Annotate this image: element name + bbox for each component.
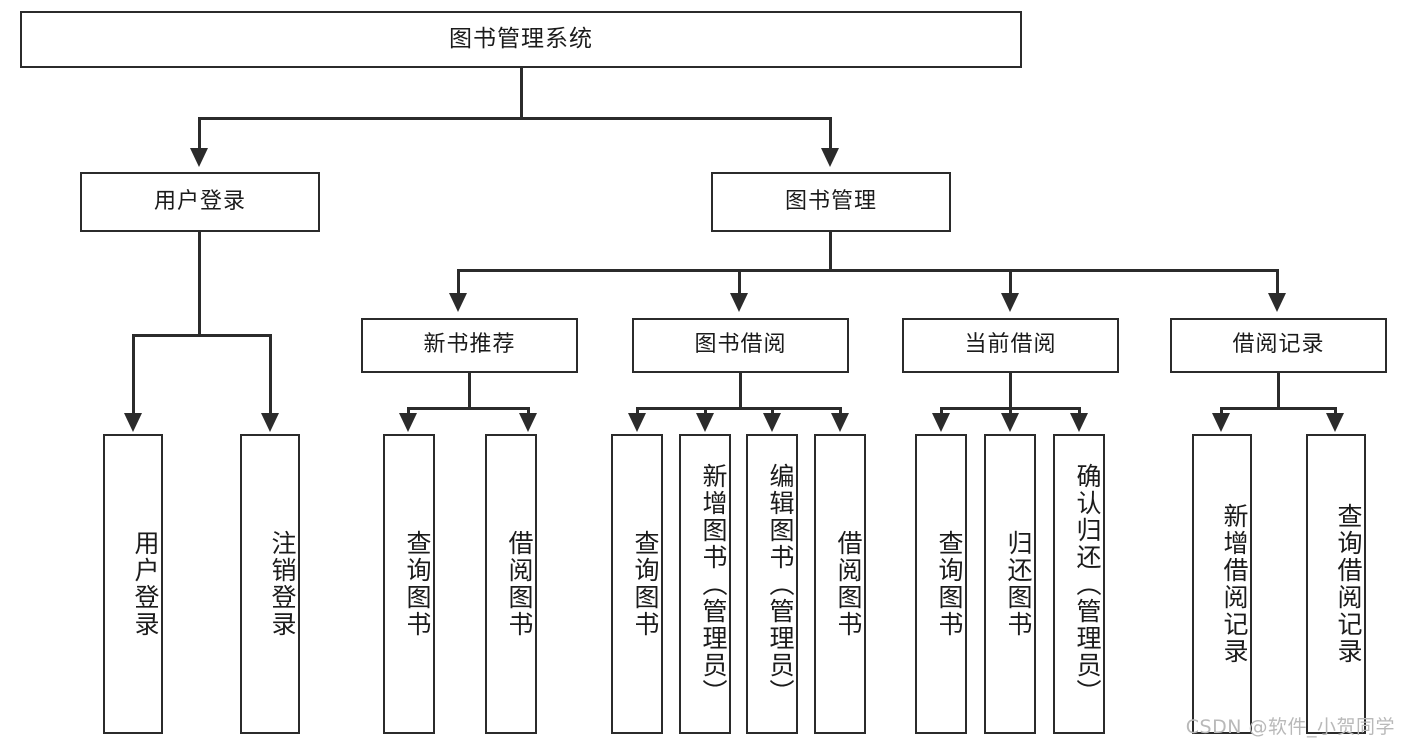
arrowhead-currentborrow-return-book <box>1001 413 1019 432</box>
node-label: 借阅记录 <box>1232 332 1325 358</box>
node-book-borrow[interactable]: 图书借阅 <box>632 318 849 373</box>
connector-root-to-book-management <box>829 117 832 150</box>
arrowhead-bookborrow-borrow-book <box>831 413 849 432</box>
arrowhead-user-login <box>190 148 208 167</box>
arrowhead-current-borrow <box>1001 293 1019 312</box>
connector-borrowrecord-to-c1 <box>1220 407 1223 417</box>
connector-book-management-bus <box>457 269 1279 272</box>
node-leaf-newbook-query-book[interactable]: 查询图书 <box>383 434 435 734</box>
node-label: 查询图书 <box>935 530 964 638</box>
arrowhead-newbook-borrow-book <box>519 413 537 432</box>
connector-newbook-stem <box>468 373 471 409</box>
arrowhead-borrow-record <box>1268 293 1286 312</box>
node-label: 用户登录 <box>153 188 246 214</box>
node-leaf-borrowrecord-query-record[interactable]: 查询借阅记录 <box>1306 434 1366 734</box>
arrowhead-bookborrow-edit-book <box>763 413 781 432</box>
connector-bm-to-borrow-record <box>1276 269 1279 295</box>
node-label: 用户登录 <box>131 530 160 638</box>
node-leaf-logout[interactable]: 注销登录 <box>240 434 300 734</box>
connector-user-login-bus <box>132 334 272 337</box>
connector-bookborrow-stem <box>739 373 742 409</box>
node-label: 新增借阅记录 <box>1220 503 1249 665</box>
connector-newbook-bus <box>407 407 530 410</box>
arrowhead-bookborrow-query-book <box>628 413 646 432</box>
arrowhead-borrowrecord-add-record <box>1212 413 1230 432</box>
arrowhead-book-borrow <box>730 293 748 312</box>
connector-bookborrow-to-c1 <box>636 407 639 417</box>
connector-currentborrow-to-c1 <box>940 407 943 417</box>
node-leaf-bookborrow-add-book[interactable]: 新增图书（管理员） <box>679 434 731 734</box>
arrowhead-book-management <box>821 148 839 167</box>
node-new-book-recommend[interactable]: 新书推荐 <box>361 318 578 373</box>
arrowhead-new-book-recommend <box>449 293 467 312</box>
connector-borrowrecord-bus <box>1220 407 1337 410</box>
arrowhead-currentborrow-confirm-return <box>1070 413 1088 432</box>
node-label: 图书借阅 <box>694 332 787 358</box>
node-label: 图书管理 <box>784 188 877 214</box>
node-label: 新增图书（管理员） <box>699 462 728 706</box>
node-current-borrow[interactable]: 当前借阅 <box>902 318 1119 373</box>
arrowhead-borrowrecord-query-record <box>1326 413 1344 432</box>
node-label: 新书推荐 <box>423 332 516 358</box>
arrowhead-newbook-query-book <box>399 413 417 432</box>
connector-user-login-to-login <box>132 334 135 415</box>
connector-newbook-to-borrow <box>527 407 530 417</box>
node-label: 编辑图书（管理员） <box>766 462 795 706</box>
node-leaf-newbook-borrow-book[interactable]: 借阅图书 <box>485 434 537 734</box>
node-user-login[interactable]: 用户登录 <box>80 172 320 232</box>
arrowhead-leaf-user-login <box>124 413 142 432</box>
node-label: 当前借阅 <box>964 332 1057 358</box>
connector-root-bus <box>198 117 832 120</box>
node-leaf-currentborrow-return-book[interactable]: 归还图书 <box>984 434 1036 734</box>
node-label: 归还图书 <box>1004 530 1033 638</box>
node-label: 借阅图书 <box>505 530 534 638</box>
node-label: 注销登录 <box>268 530 297 638</box>
node-book-management[interactable]: 图书管理 <box>711 172 951 232</box>
connector-root-stem <box>520 68 523 119</box>
connector-currentborrow-stem <box>1009 373 1012 409</box>
node-leaf-borrowrecord-add-record[interactable]: 新增借阅记录 <box>1192 434 1252 734</box>
node-label: 查询借阅记录 <box>1334 503 1363 665</box>
connector-book-management-stem <box>829 232 832 271</box>
connector-bm-to-new-book <box>457 269 460 295</box>
node-leaf-bookborrow-edit-book[interactable]: 编辑图书（管理员） <box>746 434 798 734</box>
node-label: 确认归还（管理员） <box>1073 462 1102 706</box>
connector-user-login-to-logout <box>269 334 272 415</box>
connector-bookborrow-to-c4 <box>839 407 842 417</box>
node-leaf-user-login[interactable]: 用户登录 <box>103 434 163 734</box>
node-borrow-record[interactable]: 借阅记录 <box>1170 318 1387 373</box>
connector-bm-to-book-borrow <box>738 269 741 295</box>
connector-currentborrow-to-c3 <box>1078 407 1081 417</box>
node-leaf-currentborrow-confirm-return[interactable]: 确认归还（管理员） <box>1053 434 1105 734</box>
arrowhead-leaf-logout <box>261 413 279 432</box>
connector-borrowrecord-stem <box>1277 373 1280 409</box>
arrowhead-bookborrow-add-book <box>696 413 714 432</box>
node-leaf-currentborrow-query-book[interactable]: 查询图书 <box>915 434 967 734</box>
node-leaf-bookborrow-borrow-book[interactable]: 借阅图书 <box>814 434 866 734</box>
node-root-book-management-system[interactable]: 图书管理系统 <box>20 11 1022 68</box>
node-label: 图书管理系统 <box>449 25 593 52</box>
node-label: 借阅图书 <box>834 530 863 638</box>
connector-bookborrow-bus <box>636 407 842 410</box>
connector-bookborrow-to-c3 <box>771 407 774 417</box>
connector-bookborrow-to-c2 <box>704 407 707 417</box>
node-leaf-bookborrow-query-book[interactable]: 查询图书 <box>611 434 663 734</box>
node-label: 查询图书 <box>403 530 432 638</box>
connector-newbook-to-query <box>407 407 410 417</box>
node-label: 查询图书 <box>631 530 660 638</box>
arrowhead-currentborrow-query-book <box>932 413 950 432</box>
connector-root-to-user-login <box>198 117 201 150</box>
connector-borrowrecord-to-c2 <box>1334 407 1337 417</box>
connector-bm-to-current-borrow <box>1009 269 1012 295</box>
connector-currentborrow-to-c2 <box>1009 407 1012 417</box>
connector-user-login-stem <box>198 232 201 336</box>
